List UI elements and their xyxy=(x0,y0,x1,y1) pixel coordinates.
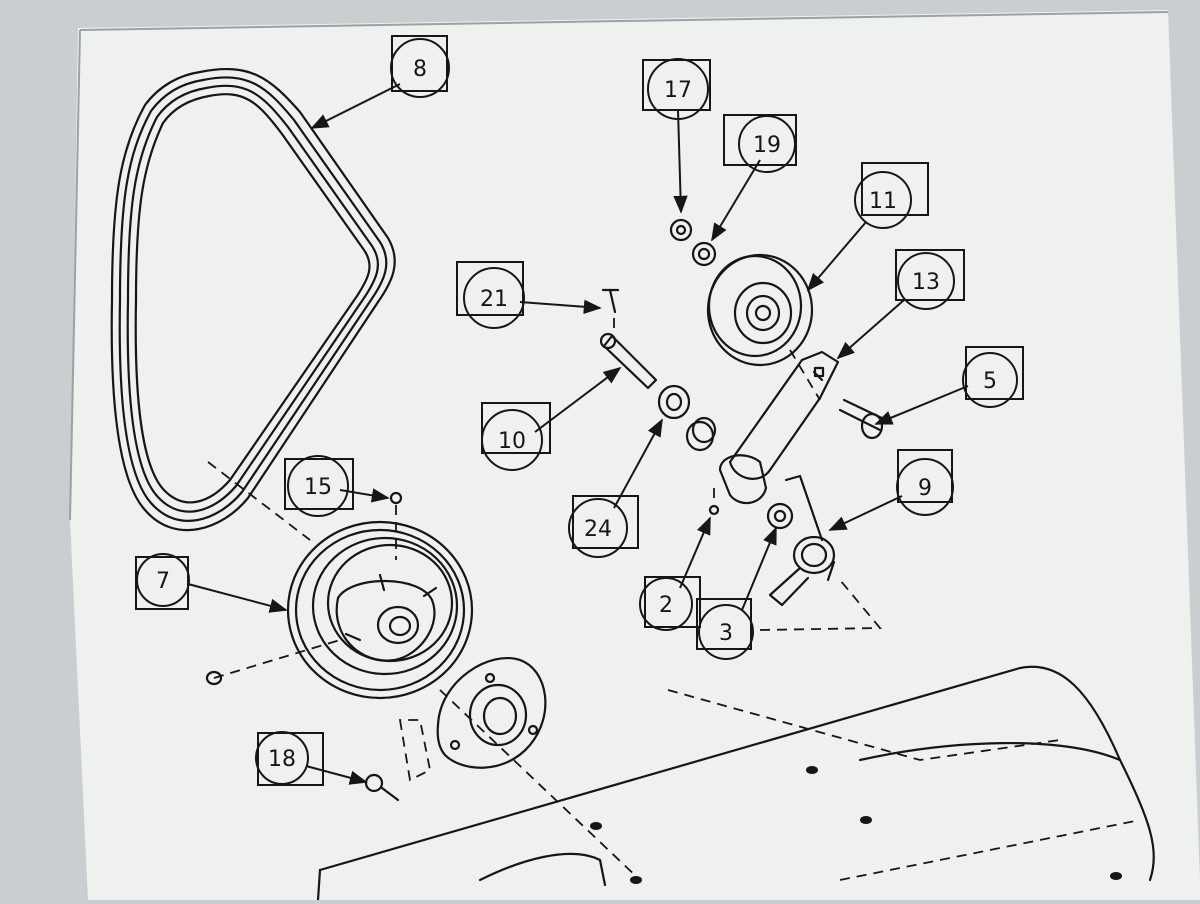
callout-18: 18 xyxy=(255,731,324,786)
callout-17: 17 xyxy=(642,58,711,120)
callout-2: 2 xyxy=(639,576,701,631)
idler-arm-part xyxy=(718,350,840,505)
idler-pulley-part xyxy=(706,253,814,367)
key-part xyxy=(205,670,223,686)
callout-label: 11 xyxy=(869,189,897,214)
paper-edge-line xyxy=(79,11,1169,31)
plate-holes xyxy=(590,766,1122,884)
callout-21: 21 xyxy=(456,261,525,329)
callout-label: 5 xyxy=(983,369,997,394)
callout-label: 2 xyxy=(659,593,673,618)
callout-label: 24 xyxy=(584,517,612,542)
washer-19-part xyxy=(691,241,717,267)
pulley-part xyxy=(286,520,474,700)
callout-15: 15 xyxy=(284,455,354,517)
bushing-part xyxy=(685,416,717,452)
grease-fitting-2-part xyxy=(708,504,720,516)
flange-bearing-part xyxy=(436,657,547,769)
paper-edge-left xyxy=(69,29,81,521)
callout-10: 10 xyxy=(481,402,551,471)
belt-part xyxy=(110,68,396,532)
pin-10-part xyxy=(599,332,658,390)
spring-part xyxy=(768,474,836,607)
callout-9: 9 xyxy=(896,449,954,516)
set-screw-15-part xyxy=(389,491,403,505)
pin-21-part xyxy=(601,288,620,314)
callout-label: 19 xyxy=(753,133,781,158)
assembly-center-lines xyxy=(207,318,1141,881)
mounting-plate-part xyxy=(316,665,1155,902)
callout-label: 8 xyxy=(413,57,427,82)
callout-24: 24 xyxy=(568,495,639,558)
callout-8: 8 xyxy=(390,35,450,98)
callout-label: 3 xyxy=(719,621,733,646)
callout-19: 19 xyxy=(723,114,797,173)
callout-label: 9 xyxy=(918,476,932,501)
callout-label: 15 xyxy=(304,475,332,500)
callout-label: 7 xyxy=(156,569,170,594)
callout-5: 5 xyxy=(962,346,1024,408)
paper-sheet xyxy=(70,10,1200,900)
callout-label: 21 xyxy=(480,287,508,312)
callout-11: 11 xyxy=(854,162,929,229)
callout-13: 13 xyxy=(895,249,965,310)
nut-17-part xyxy=(669,218,693,242)
callout-label: 17 xyxy=(664,78,692,103)
callout-label: 18 xyxy=(268,747,296,772)
callout-label: 13 xyxy=(912,270,940,295)
callout-label: 10 xyxy=(498,429,526,454)
washer-24-part xyxy=(657,384,691,420)
washer-3-part xyxy=(766,502,794,530)
callout-3: 3 xyxy=(696,598,754,660)
callout-7: 7 xyxy=(135,553,190,610)
